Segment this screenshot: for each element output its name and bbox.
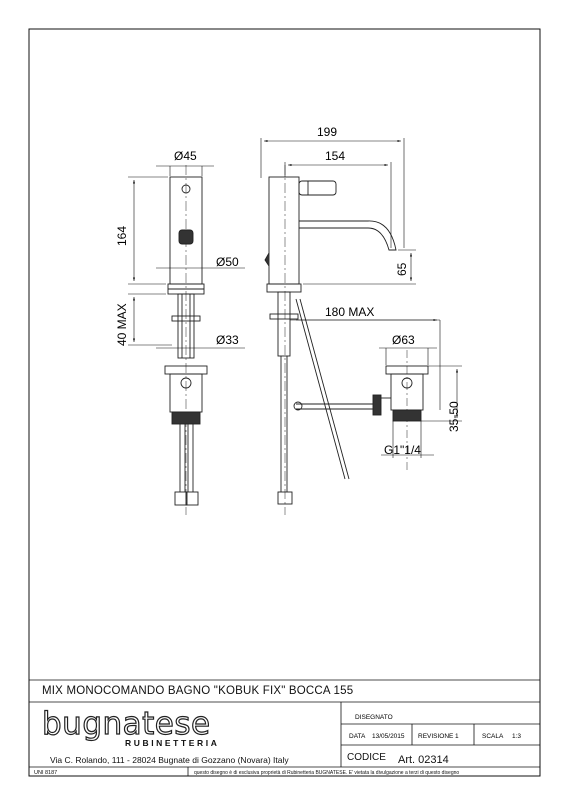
ownership-disclaimer: questo disegno è di esclusiva proprietà … (194, 770, 460, 776)
scala-value: 1:3 (512, 733, 521, 740)
product-title: MIX MONOCOMANDO BAGNO "KOBUK FIX" BOCCA … (42, 685, 354, 697)
article-code: Art. 02314 (398, 754, 449, 766)
title-block (29, 679, 540, 776)
dim-199: 199 (317, 125, 337, 139)
dim-65: 65 (395, 262, 409, 276)
data-value: 13/05/2015 (372, 733, 405, 740)
dim-diameter-63: Ø63 (392, 333, 415, 347)
company-address: Via C. Rolando, 111 - 28024 Bugnate di G… (50, 755, 289, 765)
dim-g1-1-4: G1"1/4 (384, 443, 421, 457)
dim-164: 164 (115, 226, 129, 246)
scala-label: SCALA (482, 733, 504, 740)
disegnato-label: DISEGNATO (355, 714, 393, 721)
dim-diameter-33: Ø33 (216, 333, 239, 347)
side-view-dimensions (260, 138, 462, 458)
dim-35-50: 35-50 (447, 401, 461, 432)
revisione-label: REVISIONE (418, 733, 454, 740)
side-view (264, 165, 397, 515)
uni-standard: UNI 8187 (34, 770, 58, 776)
brand-subtitle: RUBINETTERIA (125, 738, 220, 748)
dim-180-max: 180 MAX (325, 305, 374, 319)
data-label: DATA (349, 733, 366, 740)
dim-diameter-50: Ø50 (216, 255, 239, 269)
waste-assembly (372, 350, 429, 470)
dim-40-max: 40 MAX (115, 303, 129, 346)
front-view-dimensions (128, 165, 245, 349)
sheet-frame (28, 28, 541, 777)
revisione-value: 1 (455, 733, 459, 740)
dim-diameter-45: Ø45 (174, 149, 197, 163)
brand-logo: bugnatese (41, 706, 211, 742)
dim-154: 154 (325, 149, 345, 163)
codice-label: CODICE (347, 752, 386, 763)
front-view (164, 165, 208, 515)
